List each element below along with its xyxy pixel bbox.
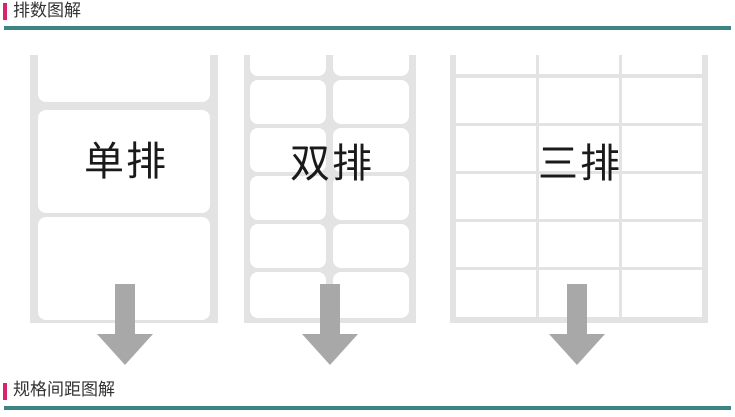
- label-cell: [456, 53, 536, 74]
- label-cell: [333, 224, 409, 268]
- label-cell: [250, 128, 326, 172]
- label-cell: [622, 222, 702, 267]
- label-cell: [456, 222, 536, 267]
- layout-caption-triple: 三排: [538, 141, 622, 187]
- label-cell: [250, 47, 326, 76]
- label-sheet-triple: [450, 53, 708, 323]
- label-cell: [333, 176, 409, 220]
- label-cell: [622, 126, 702, 171]
- label-cell: [622, 174, 702, 219]
- label-cell: [333, 80, 409, 124]
- label-cell: [333, 47, 409, 76]
- section-title: 规格间距图解: [13, 380, 115, 400]
- label-cell: [250, 176, 326, 220]
- label-cell: [539, 53, 619, 74]
- label-cell: [38, 47, 210, 102]
- accent-marker: [3, 383, 7, 400]
- section-divider: [4, 26, 731, 30]
- label-cell: [456, 78, 536, 123]
- layout-caption-double: 双排: [290, 141, 374, 187]
- down-arrow-icon: [549, 284, 605, 365]
- down-arrow-icon: [97, 284, 153, 365]
- label-cell: [456, 174, 536, 219]
- section-header-layouts: 排数图解: [0, 0, 735, 34]
- label-cell: [622, 78, 702, 123]
- layout-caption-single: 单排: [84, 139, 168, 185]
- label-cell: [456, 126, 536, 171]
- label-cell: [539, 78, 619, 123]
- label-cell: [539, 174, 619, 219]
- label-cell: [250, 224, 326, 268]
- label-cell: [539, 126, 619, 171]
- section-divider: [4, 406, 731, 410]
- label-cell: [333, 128, 409, 172]
- label-cell: [333, 272, 409, 318]
- accent-marker: [3, 3, 7, 20]
- label-sheet-single: [30, 47, 218, 323]
- label-cell: [456, 270, 536, 317]
- label-sheet-double: [244, 47, 416, 323]
- section-header-spacing: 规格间距图解: [0, 378, 735, 417]
- down-arrow-icon: [302, 284, 358, 365]
- label-cell: [38, 110, 210, 213]
- label-cell: [250, 80, 326, 124]
- label-cell: [539, 222, 619, 267]
- section-title: 排数图解: [13, 1, 81, 21]
- label-cell: [250, 272, 326, 318]
- label-cell: [622, 53, 702, 74]
- label-cell: [622, 270, 702, 317]
